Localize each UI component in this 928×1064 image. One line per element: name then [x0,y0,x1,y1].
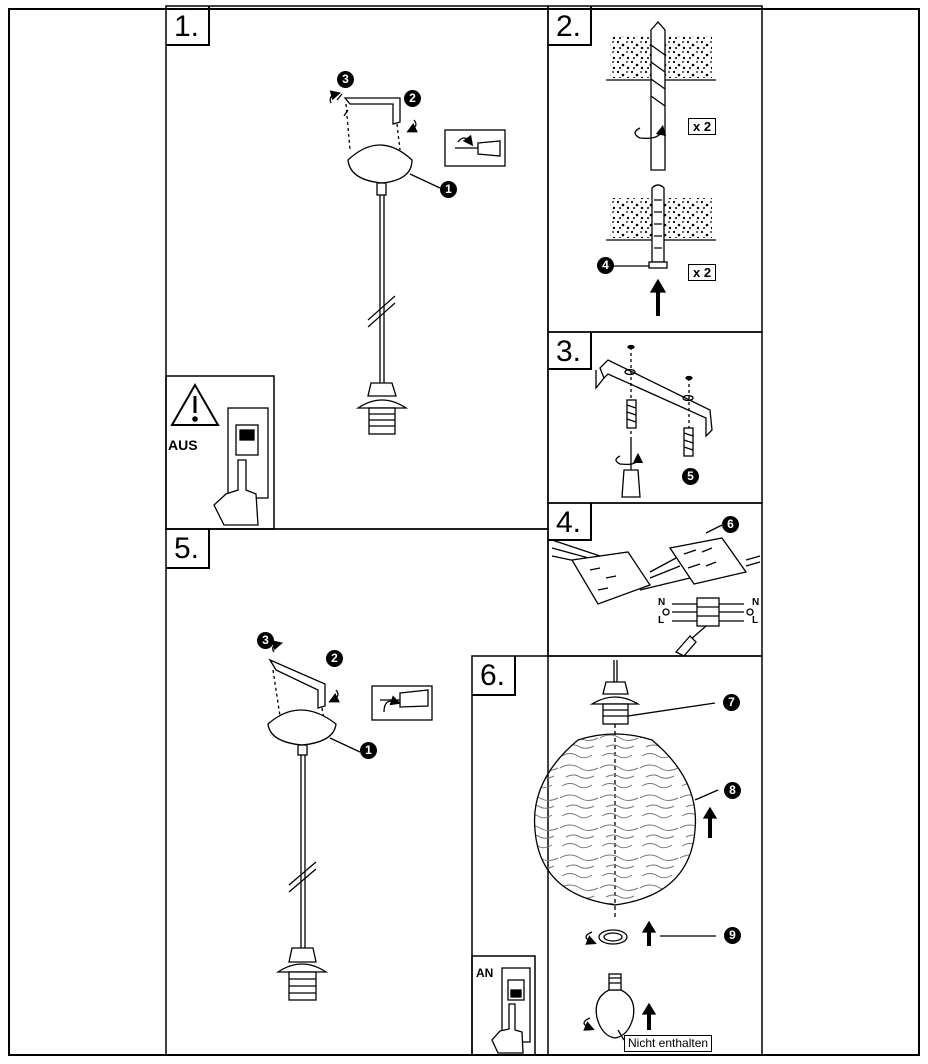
mounting-bracket-icon [595,359,713,438]
hand-icon [213,459,259,526]
step-tab-border [472,656,516,696]
step-number: 2. [552,12,586,44]
wire-l-left-label: L [658,615,665,626]
terminal-block-icon [696,597,720,627]
screw-icon [626,344,694,457]
step-number: 4. [552,508,586,540]
rotate-arrow-icon [634,124,667,139]
ground-symbol-icon [662,608,670,616]
lamp-socket-icon [589,681,641,725]
step1-illustration [329,90,441,435]
callout-badge: 5 [682,468,699,485]
callout-badge: 4 [597,257,614,274]
step-number: 3. [552,337,586,369]
rotate-arrow-icon [585,931,597,945]
step-tab-border [548,6,592,46]
ground-symbol-icon [746,608,754,616]
glass-globe-icon [533,733,697,906]
step-tab-border [548,503,592,541]
screwdriver-icon [444,129,506,167]
rotate-arrow-icon [583,1017,595,1031]
drill-bit-icon [650,21,666,171]
step-number: 1. [170,12,204,44]
ceiling-canopy-icon [267,709,337,746]
screwdriver-icon [615,440,644,498]
step-tab-border [166,529,210,569]
dowel-icon [648,184,668,269]
not-included-note: Nicht enthalten [624,1035,713,1052]
callout-badge: 1 [440,181,457,198]
wall-switch-icon [227,407,269,499]
callout-badge: 3 [337,71,354,88]
drill-multiplier: x 2 [688,118,717,135]
hand-icon [491,1003,524,1054]
callout-badge: 1 [360,742,377,759]
socket-ring-icon [598,929,628,945]
mounting-bracket-icon [343,97,401,125]
power-on-label: AN [476,966,494,980]
callout-badge: 2 [404,90,421,107]
step2-illustration [606,21,716,316]
lamp-socket-icon [355,382,409,435]
step5-illustration [267,640,361,1001]
step3-illustration [595,344,713,498]
callout-badge: 9 [724,927,741,944]
callout-badge: 8 [724,782,741,799]
wire-n-right-label: N [752,597,760,608]
step-tab-border [166,6,210,46]
light-bulb-icon [595,973,635,1039]
step-number: 5. [170,534,204,566]
wire-n-left-label: N [658,597,666,608]
screwdriver-icon [674,625,707,657]
step-number: 6. [476,661,510,693]
callout-badge: 7 [723,694,740,711]
ceiling-canopy-icon [347,144,413,184]
wire-l-right-label: L [752,615,759,626]
mounting-bracket-icon [268,658,326,709]
callout-badge: 2 [326,650,343,667]
dowel-multiplier: x 2 [688,264,717,281]
lamp-socket-icon [275,947,329,1001]
panel-borders [165,5,763,1056]
step4-illustration [551,524,761,657]
warning-icon [170,382,220,426]
power-off-label: AUS [168,437,198,453]
callout-badge: 3 [257,632,274,649]
screwdriver-icon [371,685,433,721]
callout-badge: 6 [722,516,739,533]
terminal-block-icon [570,537,748,605]
step-tab-border [548,332,592,370]
step6-illustration [533,660,719,1041]
